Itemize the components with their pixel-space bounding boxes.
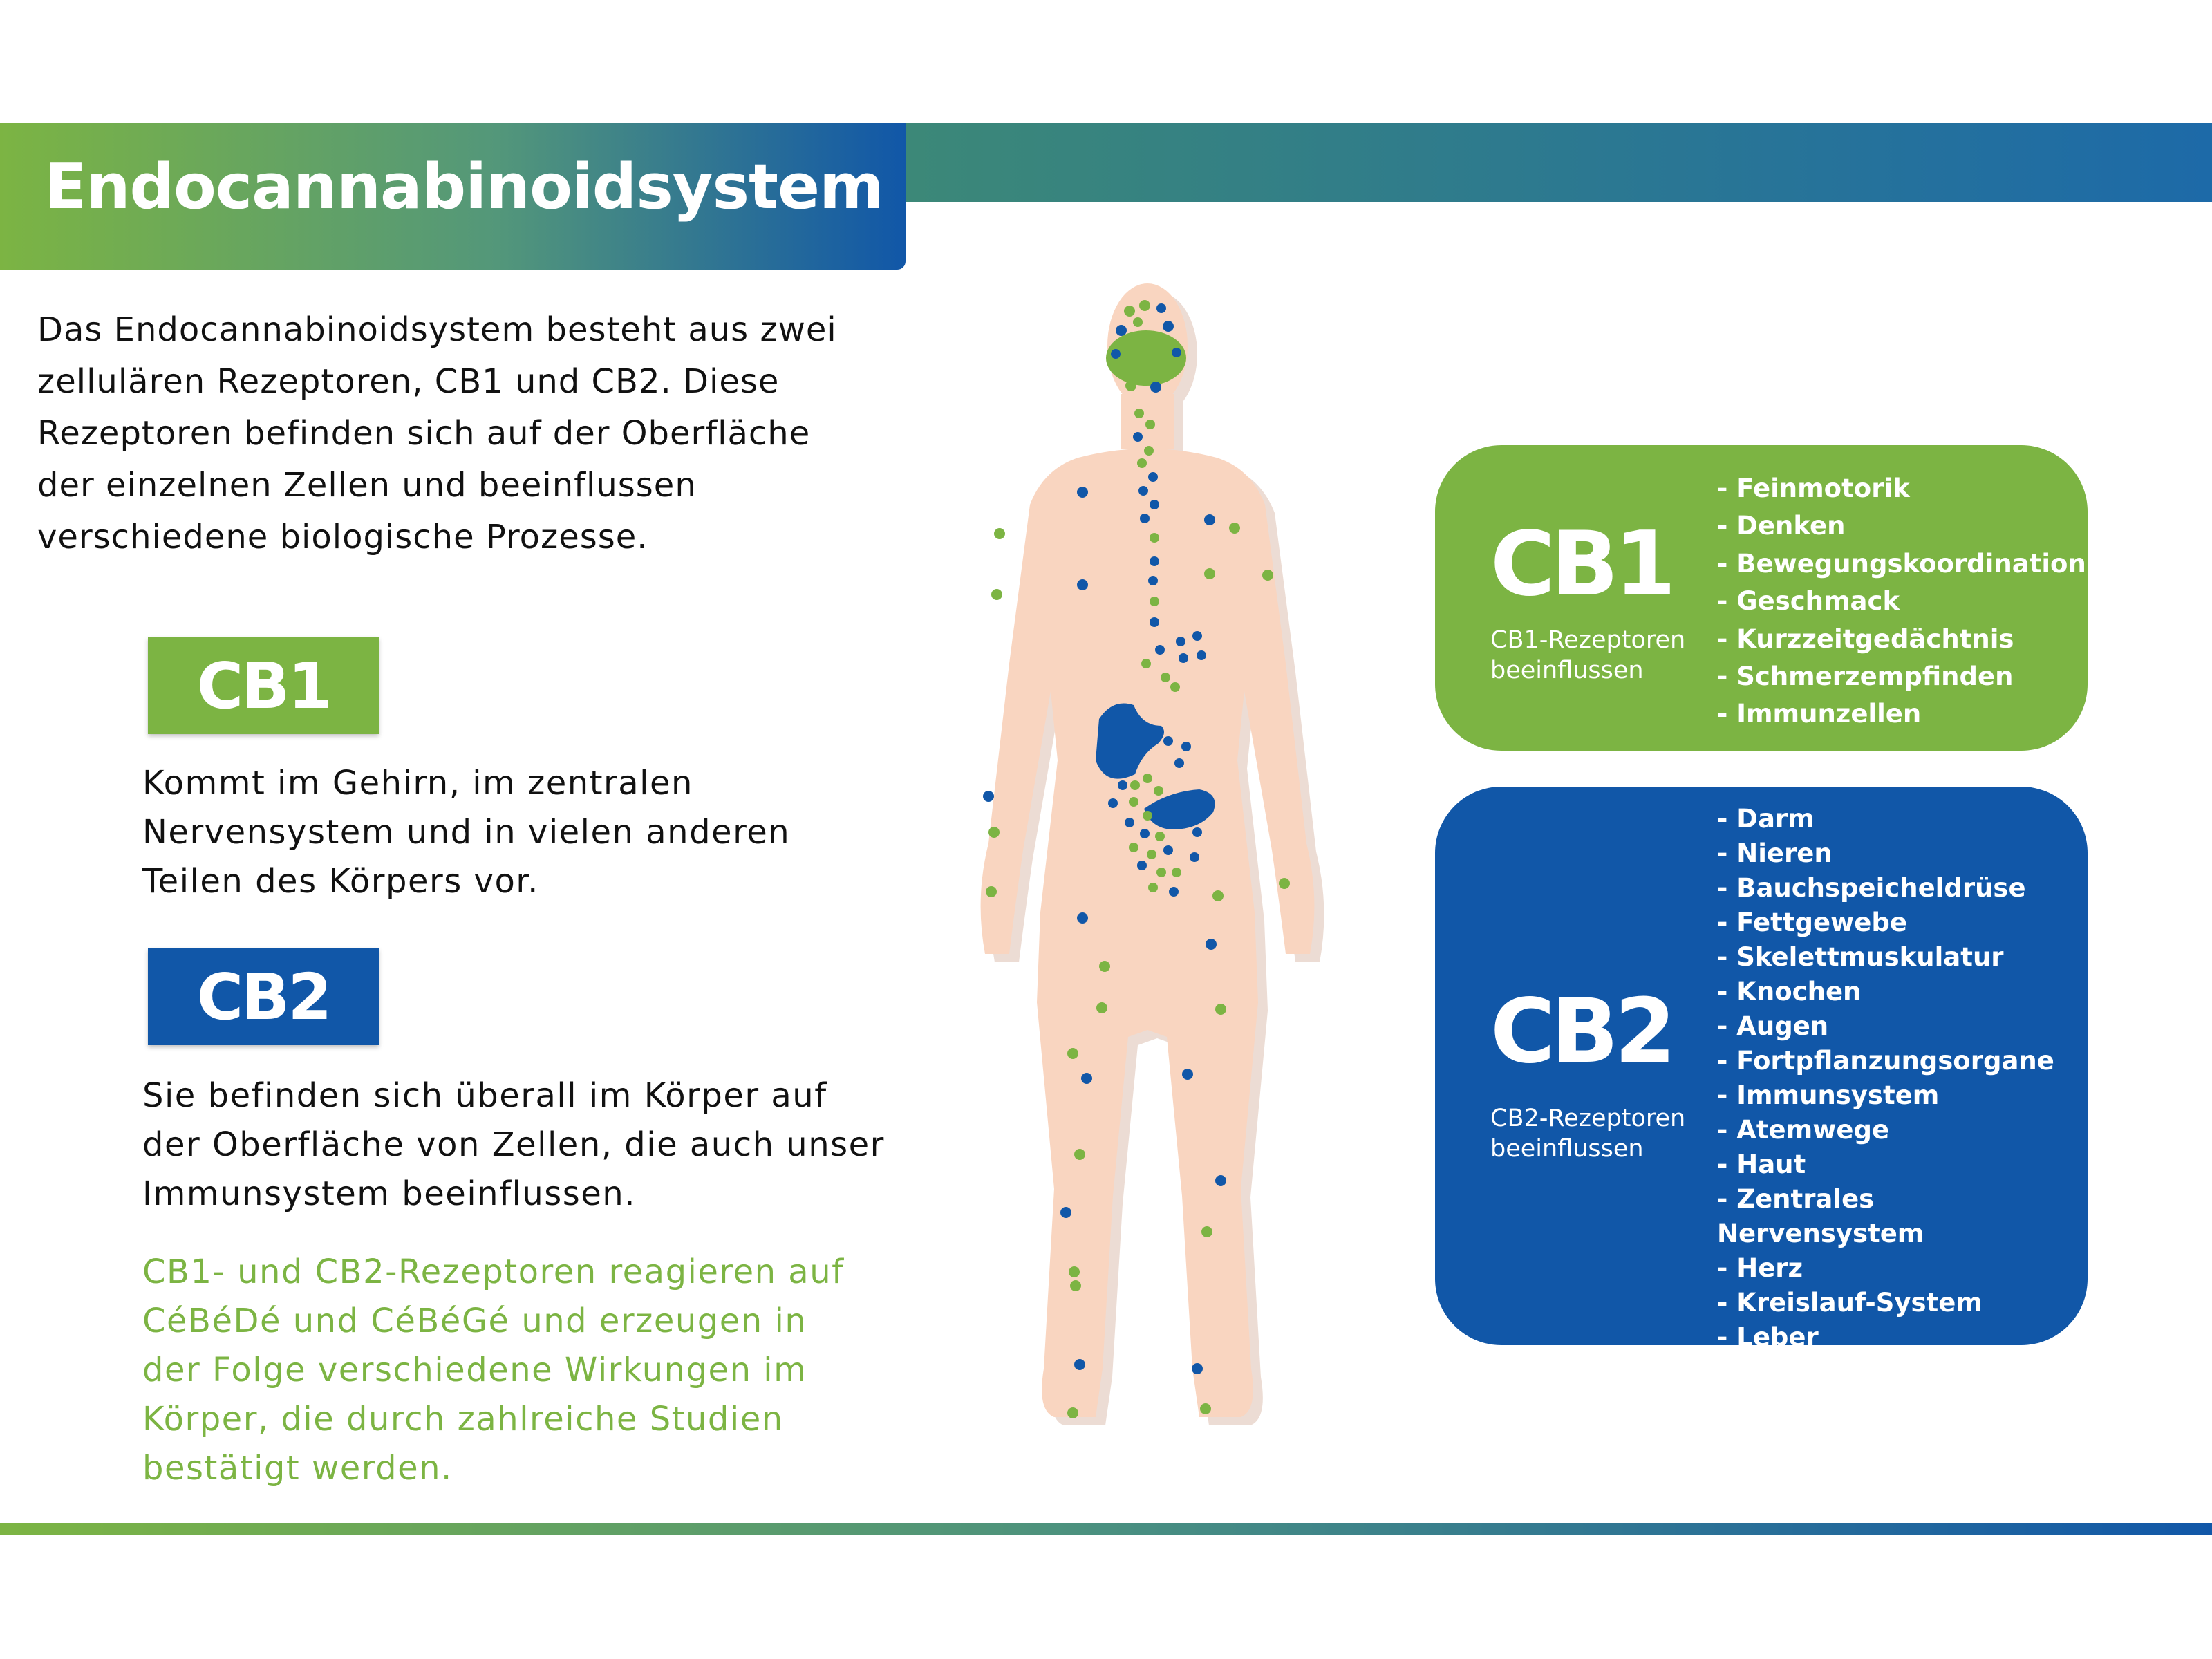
list-item: - Schmerzempfinden — [1717, 662, 2014, 692]
cb2-badge: CB2 — [148, 948, 379, 1045]
footer-line — [0, 1523, 2212, 1535]
list-item: - Haut — [1717, 1150, 1806, 1179]
list-item: - Zentrales Nervensystem — [1717, 1184, 1924, 1248]
list-item: - Fortpflanzungsorgane — [1717, 1046, 2054, 1076]
human-body-illustration — [980, 283, 1324, 1425]
list-item: - Darm — [1717, 804, 1815, 834]
list-item: - Feinmotorik — [1717, 474, 1910, 503]
list-item: - Knochen — [1717, 977, 1862, 1006]
list-item: - Augen — [1717, 1011, 1829, 1041]
list-item: - Nieren — [1717, 838, 1833, 868]
list-item: - Skelettmuskulatur — [1717, 942, 2004, 972]
list-item: - Immunzellen — [1717, 699, 1922, 729]
cb1-description: Kommt im Gehirn, im zentralen Nervensyst… — [142, 764, 791, 901]
list-item: - Atemwege — [1717, 1115, 1890, 1145]
cb1-badge: CB1 — [148, 637, 379, 734]
spine-cluster — [1133, 409, 1170, 682]
organ-cluster — [1096, 631, 1215, 897]
list-item: - Denken — [1717, 511, 1846, 541]
cb1-panel-title: CB1 — [1490, 513, 1676, 616]
list-item: - Bewegungskoordination — [1717, 548, 2086, 579]
list-item: - Kreislauf-System — [1717, 1288, 1983, 1318]
cb2-effects-panel: CB2 CB2-Rezeptoren beeinflussen - Darm -… — [1435, 787, 2088, 1352]
scattered-receptors — [983, 487, 1290, 1418]
title-tab — [0, 123, 906, 270]
list-item: - Immunsystem — [1717, 1080, 1940, 1110]
conclusion-text: CB1- und CB2-Rezeptoren reagieren auf Cé… — [142, 1253, 845, 1488]
cb2-panel-subtitle: CB2-Rezeptoren beeinflussen — [1490, 1105, 1686, 1163]
brain-cluster — [1106, 300, 1186, 393]
list-item: - Bauchspeicheldrüse — [1717, 873, 2026, 903]
cb2-panel-title: CB2 — [1490, 980, 1676, 1083]
cb1-effects-panel: CB1 CB1-Rezeptoren beeinflussen - Feinmo… — [1435, 445, 2088, 751]
cb1-panel-subtitle: CB1-Rezeptoren beeinflussen — [1490, 626, 1686, 684]
cb2-description: Sie befinden sich überall im Körper auf … — [142, 1076, 885, 1213]
cb1-effects-list: - Feinmotorik - Denken - Bewegungskoordi… — [1717, 470, 2086, 733]
list-item: - Geschmack — [1717, 586, 1900, 617]
list-item: - Kurzzeitgedächtnis — [1717, 624, 2014, 654]
list-item: - Leber — [1717, 1322, 1819, 1352]
cb2-effects-list: - Darm - Nieren - Bauchspeicheldrüse - F… — [1717, 802, 2088, 1355]
list-item: - Fettgewebe — [1717, 908, 1907, 937]
page-title: Endocannabinoidsystem — [44, 151, 884, 223]
list-item: - Herz — [1717, 1253, 1803, 1283]
intro-text: Das Endocannabinoidsystem besteht aus zw… — [37, 310, 837, 556]
